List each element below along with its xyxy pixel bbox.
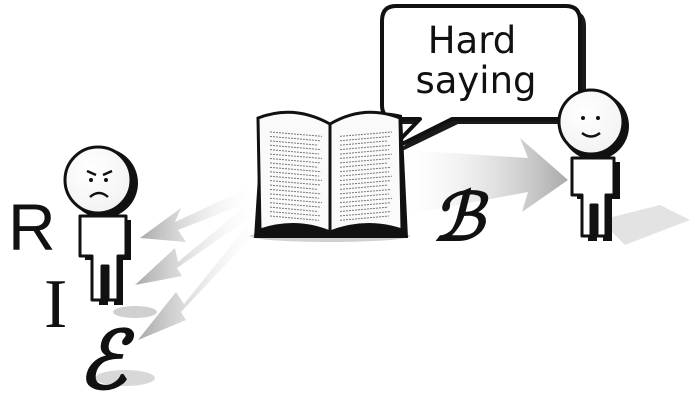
arrows-book-to-critic <box>135 185 262 340</box>
speech-bubble-line2: saying <box>415 59 536 102</box>
smiling-figure-eye-right <box>596 116 600 120</box>
frowning-figure-eye-right <box>104 178 108 182</box>
speech-bubble-line1: Hard <box>428 19 517 62</box>
letter-script-b: ℬ <box>432 178 489 256</box>
letter-i: I <box>44 266 67 343</box>
smiling-figure-head <box>559 90 623 154</box>
smiling-figure-eye-left <box>581 116 585 120</box>
right-figure-shadow <box>600 205 690 245</box>
letter-r: R <box>8 190 56 264</box>
frowning-figure <box>65 147 138 305</box>
open-book-icon <box>254 112 408 238</box>
speech-bubble: Hard saying <box>382 6 586 154</box>
frowning-figure-eye-left <box>89 178 93 182</box>
arrow-book-to-listener <box>405 138 568 215</box>
frowning-figure-head <box>65 147 131 213</box>
